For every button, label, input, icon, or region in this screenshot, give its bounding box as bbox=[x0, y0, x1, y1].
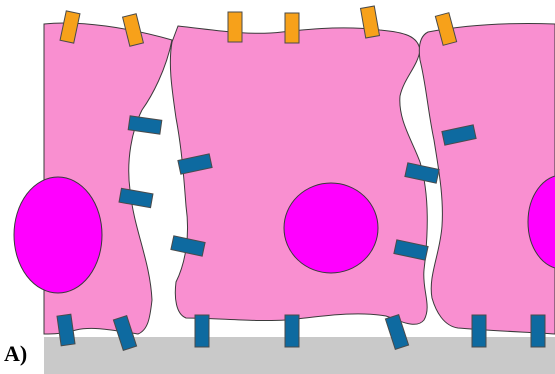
center-nucleus bbox=[284, 183, 378, 273]
basal-marker bbox=[531, 315, 545, 347]
panel-label: A) bbox=[4, 343, 27, 365]
basal-marker bbox=[195, 315, 209, 347]
center-cell bbox=[170, 26, 427, 324]
right-cell bbox=[419, 23, 555, 334]
apical-marker bbox=[228, 12, 242, 42]
left-nucleus bbox=[14, 177, 102, 293]
apical-marker bbox=[285, 13, 299, 43]
basal-marker bbox=[285, 315, 299, 347]
basal-marker bbox=[472, 315, 486, 347]
